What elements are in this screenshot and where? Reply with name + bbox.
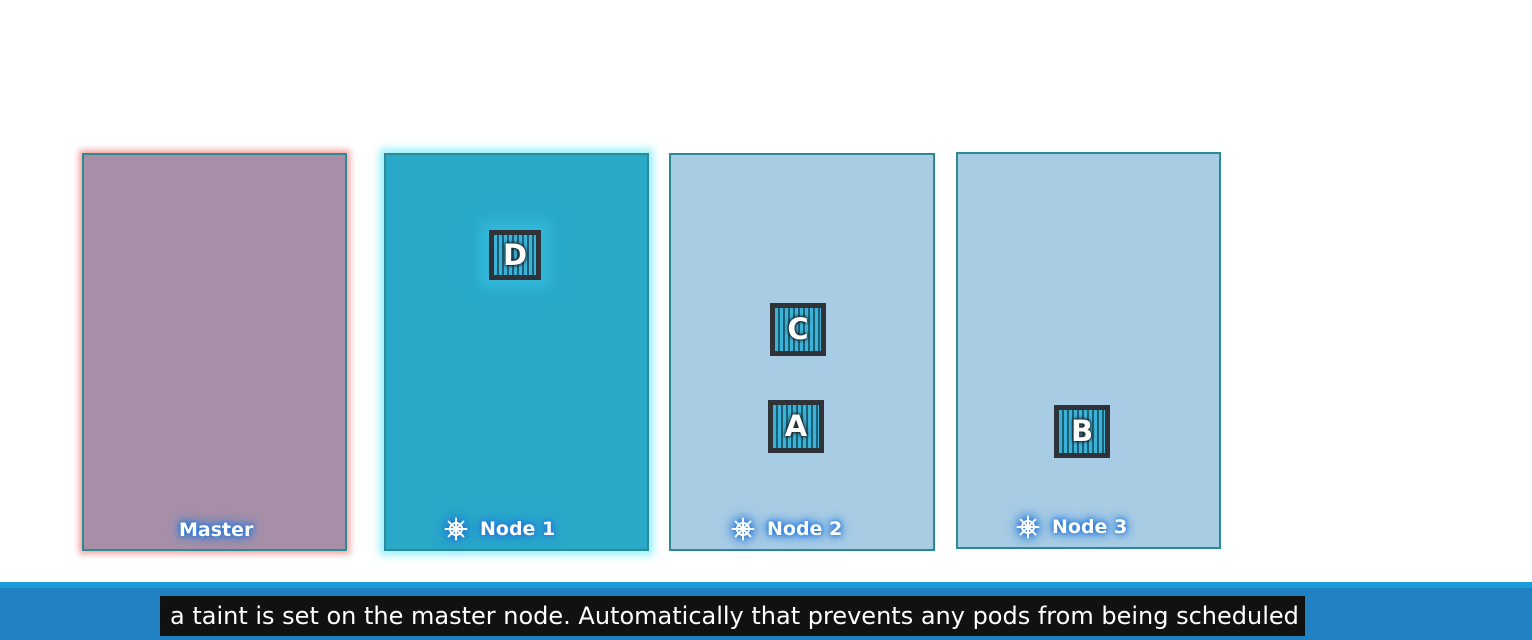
pod-c-label: C <box>787 312 809 346</box>
master-node-label: Master <box>179 519 254 541</box>
master-node: Master <box>82 153 347 551</box>
kubernetes-helm-icon <box>444 517 468 541</box>
subtitle-bar: a taint is set on the master node. Autom… <box>0 582 1532 640</box>
kubernetes-helm-icon <box>731 517 755 541</box>
node-1-label: Node 1 <box>480 518 556 540</box>
pod-c: C <box>770 303 826 356</box>
container-icon: A <box>773 405 819 448</box>
worker-node-3: Node 3 <box>956 152 1221 549</box>
container-icon: C <box>775 308 821 351</box>
node-3-label-group: Node 3 <box>1016 515 1127 539</box>
subtitle-text: a taint is set on the master node. Autom… <box>160 596 1305 636</box>
pod-b-label: B <box>1070 414 1094 448</box>
node-2-label: Node 2 <box>767 518 843 540</box>
container-icon: B <box>1059 410 1105 453</box>
pod-a-label: A <box>784 409 808 443</box>
master-node-label-group: Master <box>179 519 253 541</box>
pod-d: D <box>489 230 541 280</box>
pod-d-label: D <box>502 237 528 272</box>
worker-node-1: Node 1 <box>384 153 649 551</box>
kubernetes-helm-icon <box>1016 515 1040 539</box>
node-2-label-group: Node 2 <box>731 517 842 541</box>
node-3-label: Node 3 <box>1052 516 1128 538</box>
container-icon: D <box>494 235 536 275</box>
pod-a: A <box>768 400 824 453</box>
pod-b: B <box>1054 405 1110 458</box>
node-1-label-group: Node 1 <box>444 517 555 541</box>
